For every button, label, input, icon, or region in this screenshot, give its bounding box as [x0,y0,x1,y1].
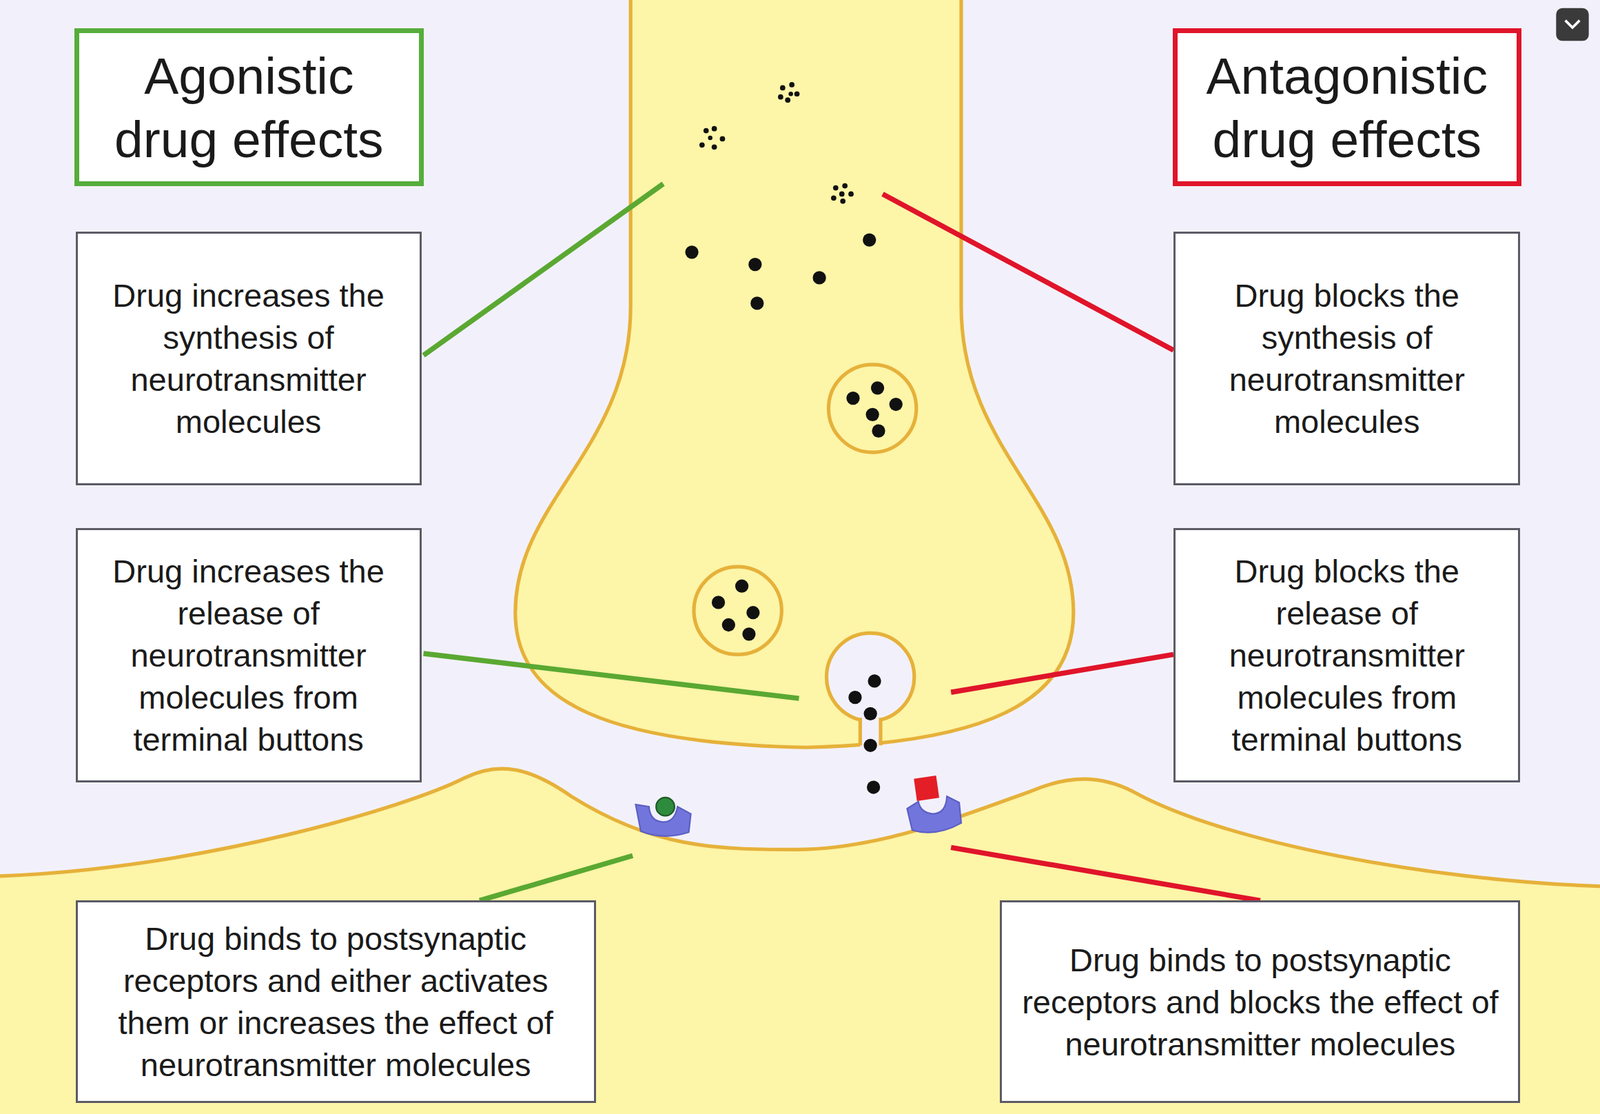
box-text: Drug binds to postsynaptic receptors and… [88,917,584,1086]
dropdown-chevron [1565,20,1581,28]
box-text: Drug increases the release of neurotrans… [91,549,406,761]
box-text: Agonistic drug effects [108,44,390,171]
agonist-effect-box: Drug increases the synthesis of neurotra… [75,231,422,485]
postsynaptic-outline [0,768,1600,887]
agonist-effect-box: Drug increases the release of neurotrans… [75,527,422,783]
fusing-vesicle [826,632,915,721]
agonist-heading-box: Agonistic drug effects [74,28,424,186]
antagonist-effect-box: Drug blocks the synthesis of neurotransm… [1173,231,1521,485]
box-text: Drug blocks the release of neurotransmit… [1189,549,1505,761]
box-text: Drug increases the synthesis of neurotra… [91,274,406,443]
box-text: Antagonistic drug effects [1205,44,1488,171]
dropdown-icon [1555,8,1589,41]
postsynaptic-membrane [0,768,1600,1114]
antagonist-effect-box: Drug binds to postsynaptic receptors and… [999,899,1521,1102]
leader-lines [423,183,1261,901]
synaptic-vesicle [828,364,916,453]
antagonist-drug-molecule [913,775,940,801]
synaptic-vesicle [693,566,782,654]
presynaptic-terminal [515,0,1074,747]
agonist-drug-molecule [655,797,675,816]
postsynaptic-receptor [906,795,961,832]
antagonist-effect-box: Drug blocks the release of neurotransmit… [1173,527,1521,783]
box-text: Drug blocks the synthesis of neurotransm… [1189,274,1505,443]
precursor-molecules [699,81,854,204]
box-text: Drug binds to postsynaptic receptors and… [1012,938,1508,1065]
neurotransmitter-molecules [684,232,902,794]
agonist-effect-box: Drug binds to postsynaptic receptors and… [75,899,597,1102]
antagonist-heading-box: Antagonistic drug effects [1172,28,1522,186]
presynaptic-outline [515,0,1074,747]
